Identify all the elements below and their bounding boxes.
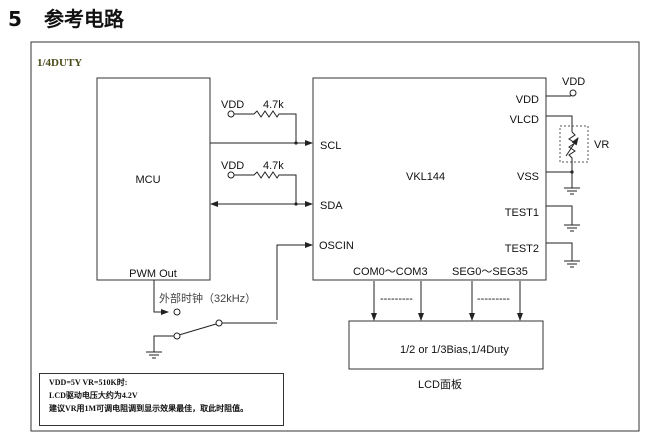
pullup-1-resistor-value: 4.7k xyxy=(263,99,284,111)
section-title: 参考电路 xyxy=(44,7,124,31)
vr-dashed-box xyxy=(559,125,589,163)
pin-test1: TEST1 xyxy=(505,207,539,219)
variable-resistor-arrow xyxy=(565,137,579,157)
ground-icon xyxy=(546,242,580,268)
pin-oscin: OSCIN xyxy=(319,240,354,252)
pwm-wire xyxy=(153,280,169,315)
ground-icon xyxy=(546,205,580,232)
note-line: VDD=5V VR=510K时: xyxy=(49,378,128,387)
junction-dot xyxy=(294,202,298,206)
vdd-terminal-label: VDD xyxy=(562,76,585,88)
pullup-1-supply: VDD xyxy=(221,99,244,111)
vdd-terminal-icon xyxy=(569,89,577,97)
diagram-frame xyxy=(30,41,640,432)
vdd-terminal-icon xyxy=(227,110,235,118)
section-heading: 5 参考电路 xyxy=(8,3,124,32)
lcd-panel-caption: LCD面板 xyxy=(418,377,462,391)
ground-icon xyxy=(146,335,174,359)
note-box: VDD=5V VR=510K时: LCD驱动电压大约为4.2V 建议VR用1M可… xyxy=(39,373,284,426)
oscin-wire xyxy=(276,242,313,320)
pin-scl: SCL xyxy=(320,140,341,152)
switch-terminal-icon xyxy=(173,332,181,340)
pin-seg: SEG0～SEG35 xyxy=(452,266,528,278)
pullup-2-resistor-value: 4.7k xyxy=(263,160,284,172)
vlcd-wire xyxy=(546,115,573,132)
note-line: LCD驱动电压大约为4.2V xyxy=(49,391,138,400)
pin-sda: SDA xyxy=(320,200,343,212)
note-line: 建议VR用1M可调电阻调到显示效果最佳，取此时阻值。 xyxy=(49,404,249,413)
vkl144-chip xyxy=(312,77,547,281)
ground-icon xyxy=(564,172,580,195)
switch-terminal-icon xyxy=(173,308,181,316)
external-clock-label: 外部时钟（32kHz） xyxy=(159,291,256,305)
pin-test2: TEST2 xyxy=(505,243,539,255)
pin-vdd: VDD xyxy=(516,94,539,106)
pullup-2-supply: VDD xyxy=(221,160,244,172)
com-bus-dashes: --------- xyxy=(380,293,413,305)
seg-bus-dashes: --------- xyxy=(477,293,510,305)
vdd-terminal-icon xyxy=(227,171,235,179)
switch-lever-icon xyxy=(178,323,217,336)
vr-label: VR xyxy=(594,139,609,151)
chip-name: VKL144 xyxy=(406,171,445,183)
lcd-panel xyxy=(348,320,544,370)
resistor-icon xyxy=(234,171,297,204)
frame-label: 1/4DUTY xyxy=(37,57,82,69)
section-number: 5 xyxy=(8,7,22,31)
resistor-icon xyxy=(234,110,297,143)
pin-vlcd: VLCD xyxy=(510,114,539,126)
pin-vss: VSS xyxy=(517,171,539,183)
mcu-pin-pwm-out: PWM Out xyxy=(129,268,177,280)
mcu-label: MCU xyxy=(135,174,160,186)
pin-com: COM0～COM3 xyxy=(353,266,428,278)
junction-dot xyxy=(294,141,298,145)
switch-terminal-icon xyxy=(215,319,223,327)
variable-resistor-icon xyxy=(568,131,576,172)
lcd-panel-text: 1/2 or 1/3Bias,1/4Duty xyxy=(400,344,509,356)
